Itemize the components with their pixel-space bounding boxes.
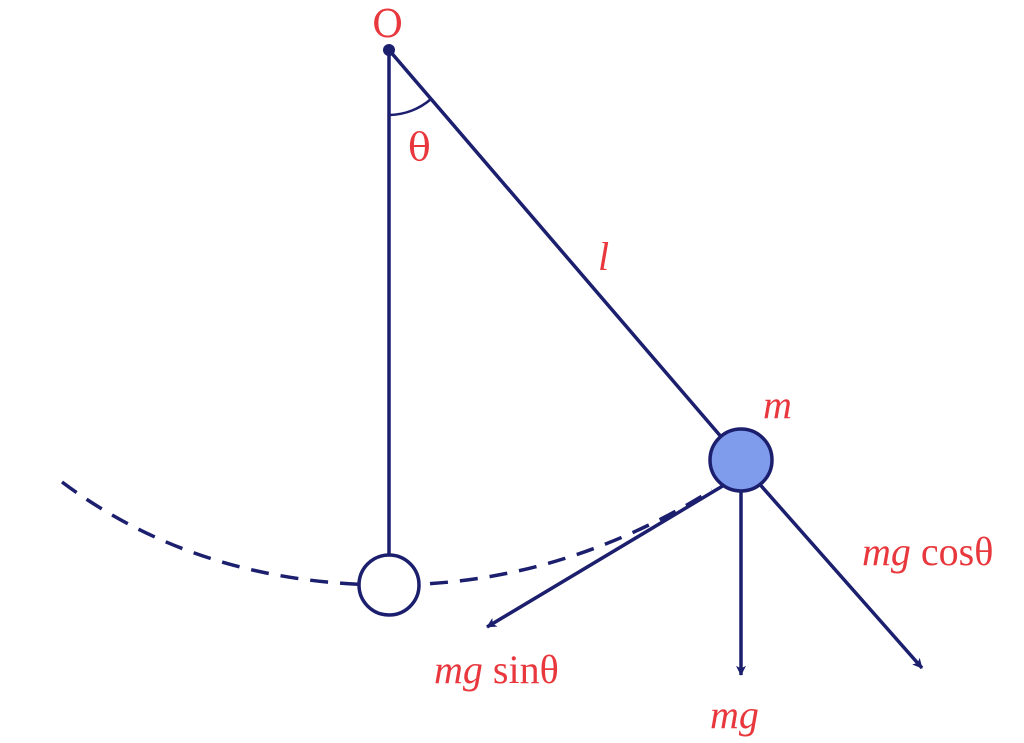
angle-arc xyxy=(388,98,432,117)
swing-arc xyxy=(60,480,713,587)
tangential-force-arrow xyxy=(486,473,742,629)
radial-force-suffix: cosθ xyxy=(911,529,993,574)
pendulum-string xyxy=(387,48,743,462)
radial-force-label: mg cosθ xyxy=(862,529,993,574)
tangential-force-suffix: sinθ xyxy=(483,647,559,692)
tangential-force-label: mg sinθ xyxy=(434,647,559,692)
pendulum-bob xyxy=(708,427,774,493)
radial-force-arrow xyxy=(754,478,924,670)
length-label: l xyxy=(598,234,609,279)
weight-label: mg xyxy=(710,692,759,737)
pivot-point xyxy=(383,44,395,56)
mass-label: m xyxy=(763,382,792,427)
radial-force-prefix: mg xyxy=(862,529,911,574)
tangential-force-prefix: mg xyxy=(434,647,483,692)
rest-bob xyxy=(357,553,421,617)
pivot-label: O xyxy=(372,2,403,46)
angle-label: θ xyxy=(408,125,431,169)
